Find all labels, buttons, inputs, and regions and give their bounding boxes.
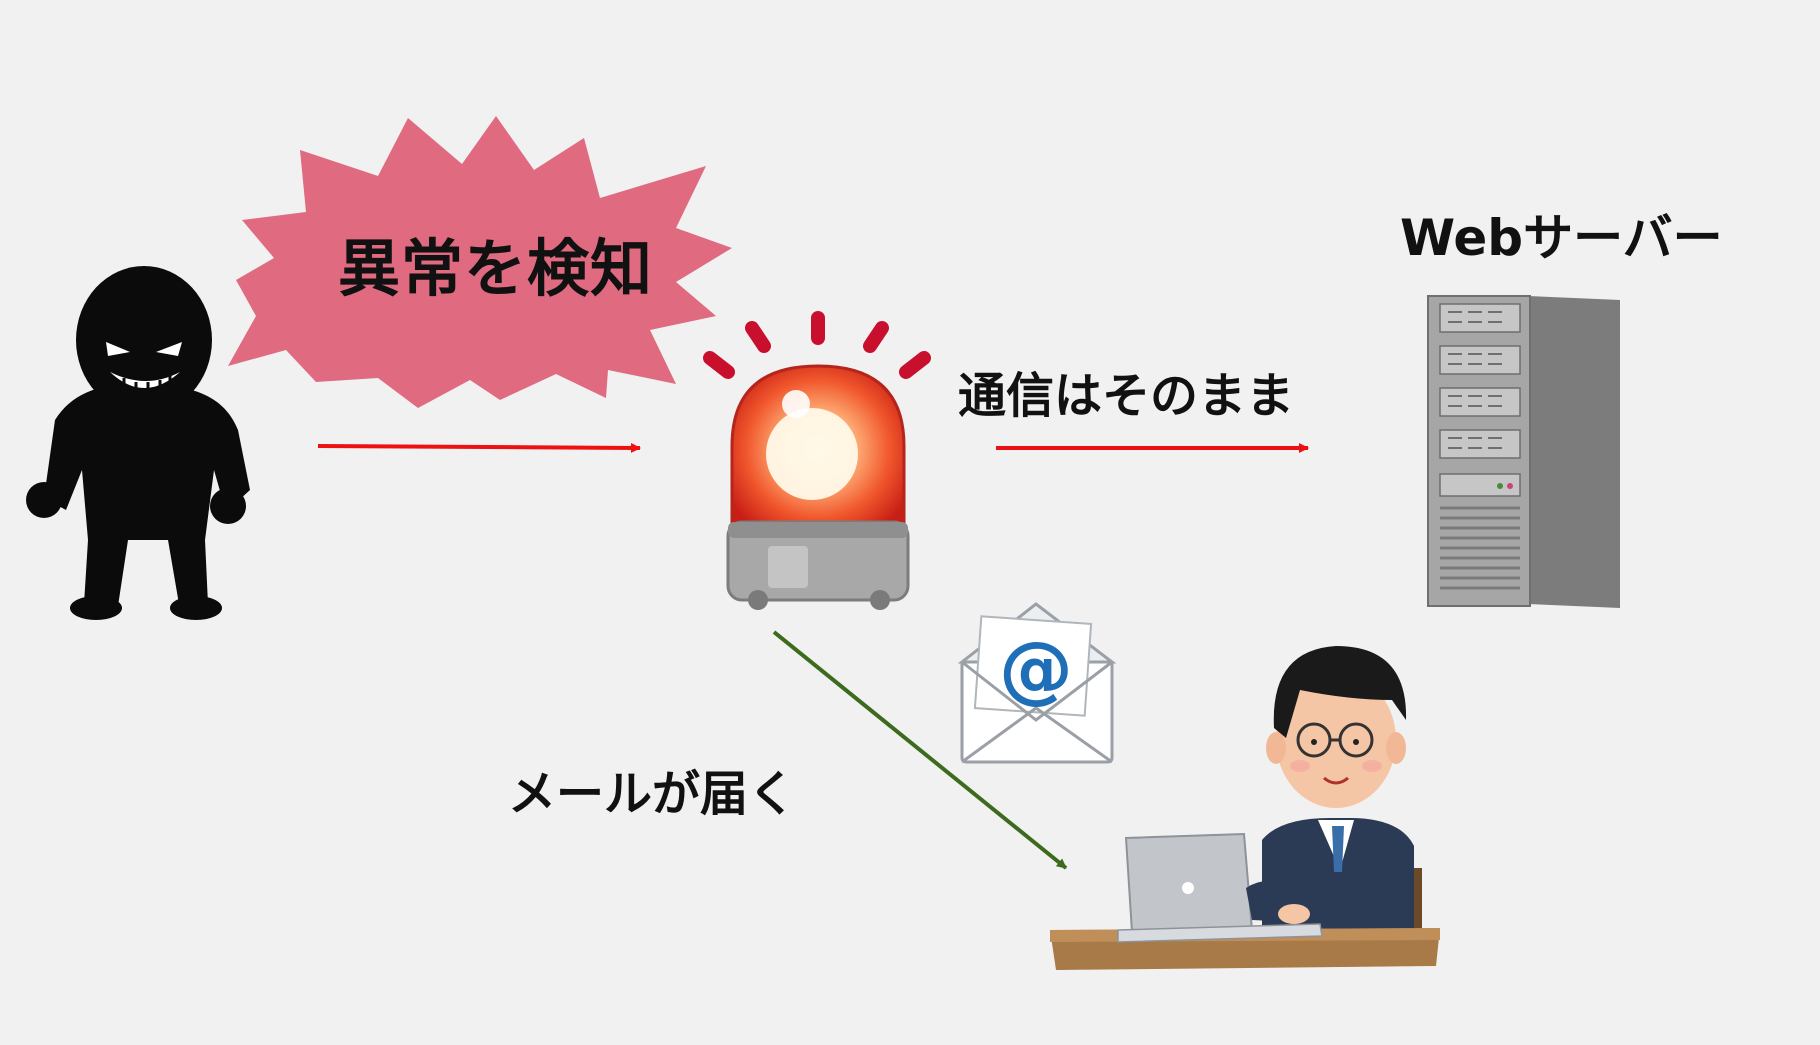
- arrow-alarm-to-admin: [772, 630, 1068, 870]
- web-server-label: Webサーバー: [1400, 209, 1723, 267]
- server-tower-icon: [1427, 295, 1620, 608]
- traffic-passthrough-label: 通信はそのまま: [958, 368, 1295, 424]
- email-envelope-icon: @: [957, 602, 1117, 764]
- attacker-silhouette-icon: [26, 266, 250, 620]
- mail-arrives-label: メールが届く: [508, 766, 797, 822]
- arrow-attacker-to-alarm: [317, 442, 641, 453]
- admin-at-laptop-icon: [1050, 646, 1440, 970]
- alarm-light-icon: [703, 311, 931, 610]
- alert-burst-shape: [228, 116, 732, 408]
- detect-anomaly-label: 異常を検知: [338, 232, 654, 305]
- at-sign-glyph: @: [999, 626, 1073, 712]
